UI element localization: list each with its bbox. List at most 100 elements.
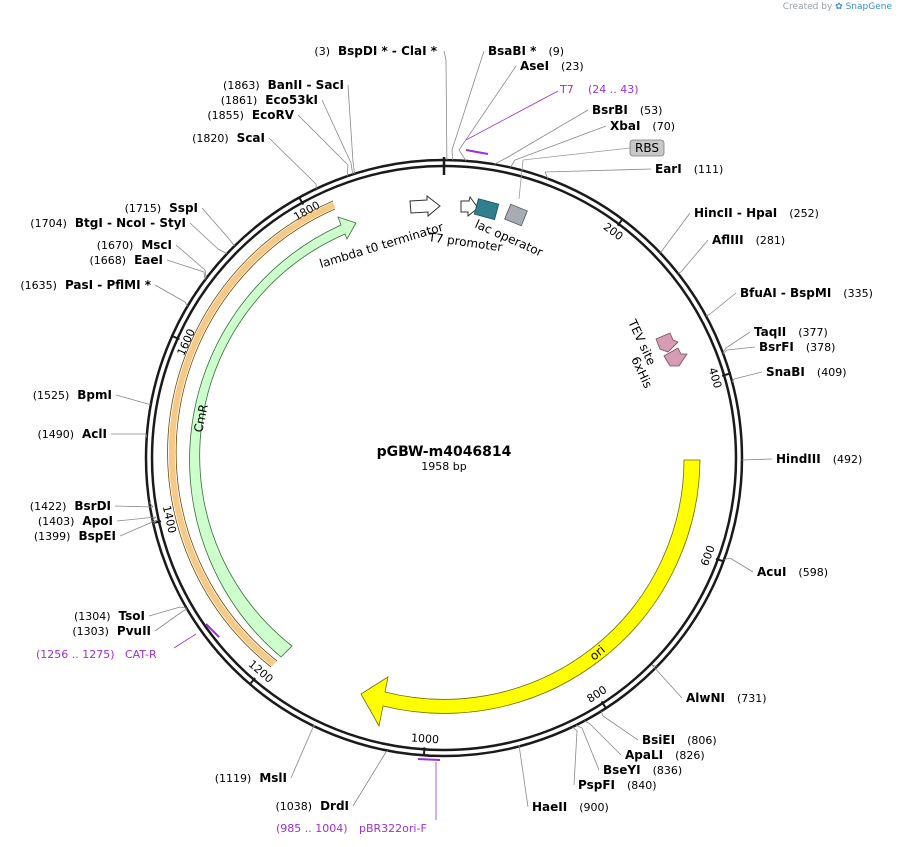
enzyme-site[interactable]: TaqII(377) <box>754 325 828 339</box>
snapgene-logo-icon: ✿ <box>835 2 843 12</box>
enzyme-position: (1668) <box>90 254 127 267</box>
leader-line <box>741 458 773 461</box>
enzyme-site[interactable]: AclI(1490) <box>37 427 107 441</box>
enzyme-site[interactable]: PasI - PflMI *(1635) <box>20 278 151 292</box>
tick-mark <box>616 219 623 227</box>
enzyme-site[interactable]: PvuII(1303) <box>72 624 151 638</box>
enzyme-name: EarI <box>655 162 682 176</box>
enzyme-site[interactable]: XbaI(70) <box>610 119 675 133</box>
enzyme-position: (1861) <box>221 94 258 107</box>
enzyme-site[interactable]: HaeII(900) <box>532 800 609 814</box>
enzyme-position: (840) <box>627 779 657 792</box>
enzyme-site[interactable]: MscI(1670) <box>97 238 172 252</box>
tick-label: 200 <box>601 220 626 243</box>
enzyme-name: MscI <box>141 238 172 252</box>
lac-operator-box <box>504 203 528 227</box>
leader-line <box>602 715 639 741</box>
primer-t7-arc <box>465 149 489 155</box>
leader-line <box>722 347 727 353</box>
leader-line <box>204 269 207 279</box>
enzyme-position: (492) <box>833 453 863 466</box>
plasmid-name: pGBW-m4046814 <box>377 444 512 460</box>
leader-line <box>458 65 517 151</box>
leader-line <box>347 84 354 163</box>
enzyme-site[interactable]: BsaBI *(9) <box>488 44 564 58</box>
leader-line <box>581 727 600 771</box>
enzyme-site[interactable]: MslI(1119) <box>215 771 287 785</box>
enzyme-name: SspI <box>169 201 198 215</box>
leader-line <box>189 222 219 250</box>
enzyme-name: AseI <box>520 59 549 73</box>
leader-line <box>709 292 737 315</box>
enzyme-site[interactable]: BanII - SacI(1863) <box>223 78 344 92</box>
enzyme-name: BanII - SacI <box>268 78 344 92</box>
primer-pbr322ori-f: (985 .. 1004) pBR322ori-F <box>276 758 441 835</box>
enzyme-position: (335) <box>843 287 873 300</box>
plasmid-length: 1958 bp <box>421 460 466 473</box>
leader-line <box>733 371 763 380</box>
enzyme-site[interactable]: DrdI(1038) <box>275 799 349 813</box>
enzyme-position: (1403) <box>38 515 75 528</box>
enzyme-site[interactable]: BfuAI - BspMI(335) <box>740 286 873 300</box>
feature-6xhis: 6xHis <box>628 347 688 391</box>
enzyme-position: (1704) <box>30 217 67 230</box>
leader-line <box>726 346 756 351</box>
enzyme-site[interactable]: AflIII(281) <box>712 233 785 247</box>
tick-mark <box>172 335 180 341</box>
primer-cat-r-name: CAT-R <box>125 648 157 661</box>
enzyme-site[interactable]: ScaI(1820) <box>192 131 265 145</box>
enzyme-name: BseYI <box>603 763 641 777</box>
enzyme-site[interactable]: AcuI(598) <box>757 565 828 579</box>
enzyme-site[interactable]: HincII - HpaI(252) <box>694 206 819 220</box>
enzyme-site[interactable]: AlwNI(731) <box>686 691 767 705</box>
enzyme-position: (378) <box>806 341 836 354</box>
enzyme-name: TsoI <box>119 609 145 623</box>
enzyme-name: BsrFI <box>759 340 794 354</box>
ori-arc <box>360 459 701 728</box>
enzyme-site[interactable]: ApoI(1403) <box>38 514 113 528</box>
enzyme-site[interactable]: (3)BspDI * - ClaI * <box>314 44 437 58</box>
enzyme-position: (1635) <box>20 279 57 292</box>
enzyme-site[interactable]: AseI(23) <box>520 59 584 73</box>
feature-t7-box <box>473 198 500 221</box>
enzyme-site[interactable]: BseYI(836) <box>603 763 682 777</box>
tick-mark <box>715 557 723 563</box>
enzyme-site[interactable]: Eco53kI(1861) <box>221 93 318 107</box>
enzyme-name: XbaI <box>610 119 640 133</box>
enzyme-site[interactable]: BsrDI(1422) <box>30 499 111 513</box>
enzyme-site[interactable]: EcoRV(1855) <box>207 108 294 122</box>
tick-mark <box>721 372 730 377</box>
enzyme-position: (806) <box>687 734 717 747</box>
leader-line <box>352 751 387 807</box>
enzyme-site[interactable]: SspI(1715) <box>125 201 198 215</box>
leader-line <box>729 557 754 573</box>
enzyme-site[interactable]: EarI(111) <box>655 162 723 176</box>
leader-line <box>352 161 355 174</box>
enzyme-name: BsaBI * <box>488 44 537 58</box>
enzyme-name: BpmI <box>77 388 112 402</box>
enzyme-site[interactable]: ApaLI(826) <box>625 748 705 762</box>
leader-line <box>175 244 206 271</box>
enzyme-site[interactable]: TsoI(1304) <box>74 609 145 623</box>
leader-line <box>114 505 154 508</box>
enzyme-site[interactable]: BtgI - NcoI - StyI(1704) <box>30 216 186 230</box>
enzyme-site[interactable]: EaeI(1668) <box>90 253 163 267</box>
leader-line <box>152 516 157 521</box>
enzyme-site[interactable]: HindIII(492) <box>776 452 862 466</box>
tick-mark <box>153 520 162 524</box>
leader-line <box>677 271 682 274</box>
enzyme-site[interactable]: BsiEI(806) <box>642 733 717 747</box>
leader-line <box>651 664 683 699</box>
primer-pbr322ori-f-arc <box>417 758 441 761</box>
enzyme-name: AcuI <box>757 565 786 579</box>
enzyme-site[interactable]: BsrBI(53) <box>592 103 662 117</box>
enzyme-site[interactable]: BsrFI (378) <box>759 340 835 354</box>
enzyme-position: (1490) <box>37 428 74 441</box>
leader-line <box>148 606 181 617</box>
enzyme-site[interactable]: PspFI(840) <box>578 778 657 792</box>
leader-line <box>268 137 317 185</box>
enzyme-site[interactable]: BpmI(1525) <box>33 388 112 402</box>
enzyme-site[interactable]: SnaBI(409) <box>766 365 847 379</box>
enzyme-site[interactable]: BspEI(1399) <box>34 529 116 543</box>
enzyme-name: ApaLI <box>625 748 663 762</box>
